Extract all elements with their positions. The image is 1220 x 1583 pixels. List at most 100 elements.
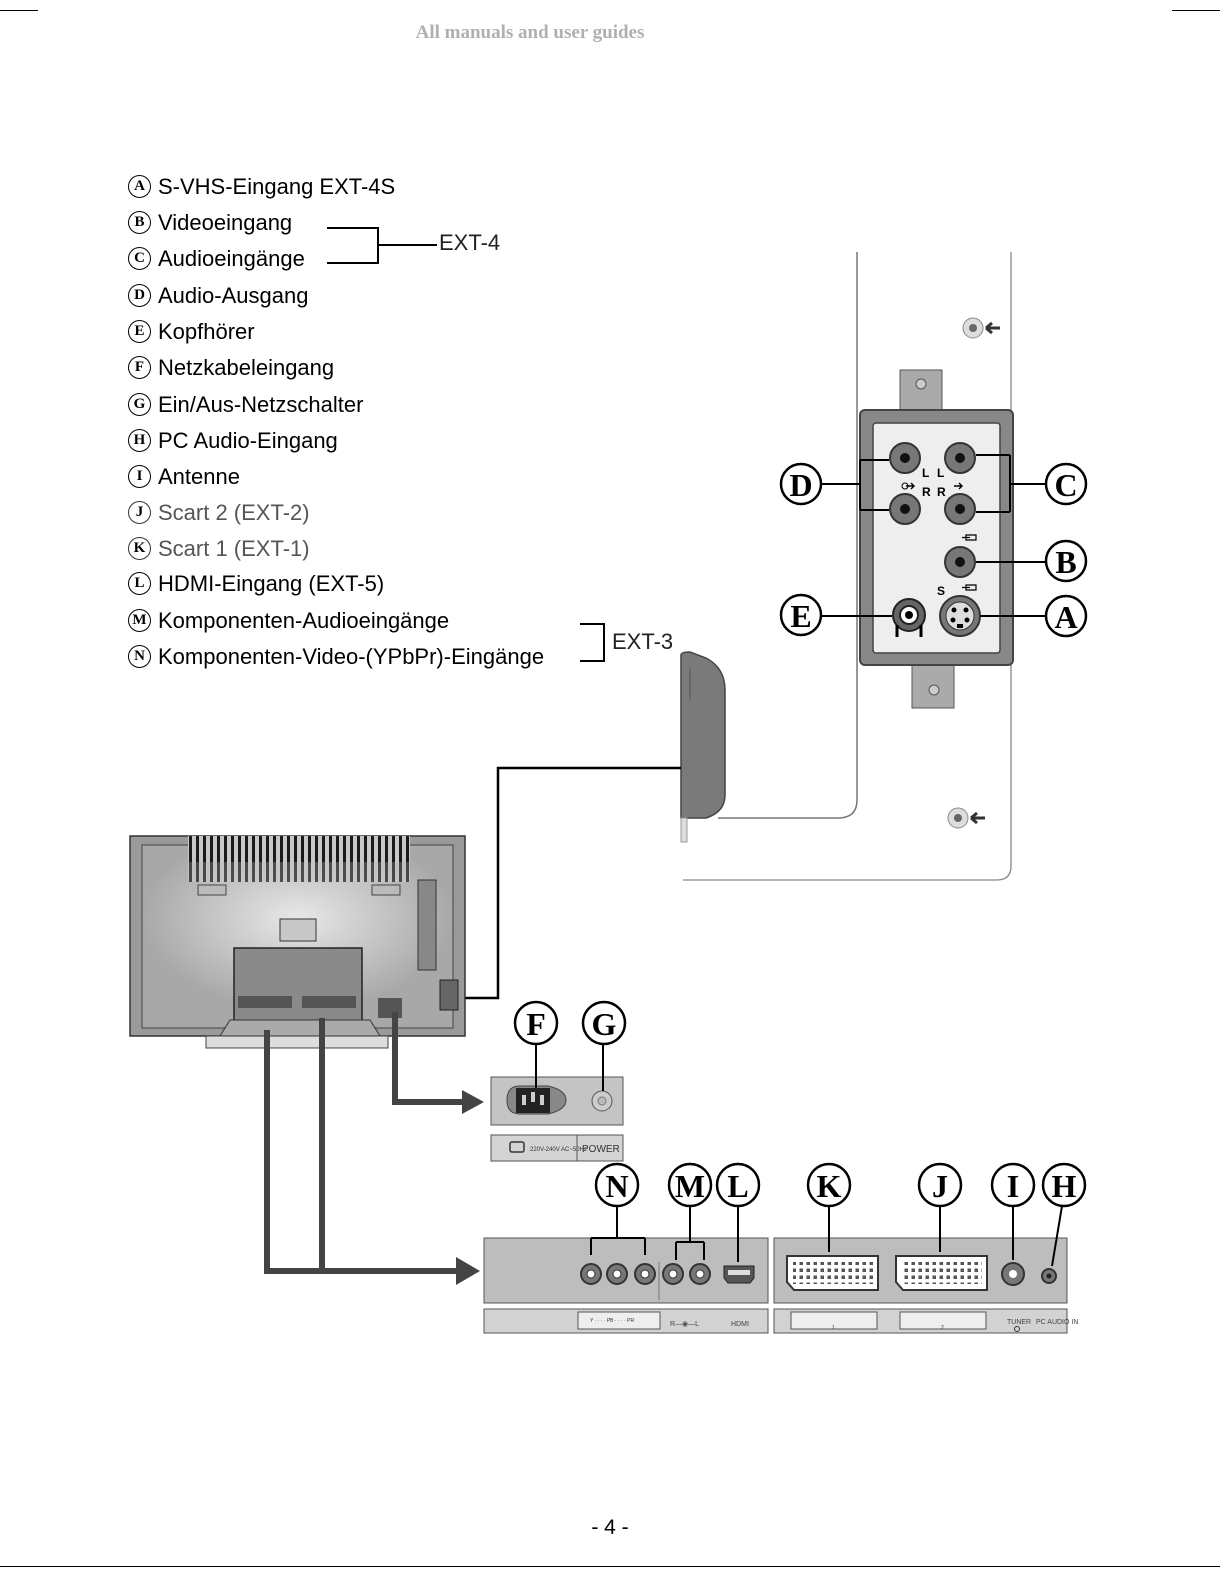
legend-label: Videoeingang [158, 210, 293, 235]
side-connector-line [460, 766, 681, 1000]
legend-item-g: G Ein/Aus-Netzschalter [128, 390, 363, 420]
power-switch [591, 1090, 613, 1112]
headphone-jack-icon [947, 807, 985, 829]
power-arrow [392, 1012, 465, 1105]
callout-h: H [1041, 1162, 1087, 1208]
watermark-text: All manuals and user guides [415, 22, 645, 43]
video-in-port [944, 546, 976, 578]
legend-label: Ein/Aus-Netzschalter [158, 392, 364, 417]
callout-a: A [1044, 594, 1088, 638]
svg-text:M: M [675, 1168, 705, 1204]
svg-text:N: N [605, 1168, 628, 1204]
pc-audio-port [1041, 1268, 1057, 1284]
svg-text:G: G [592, 1006, 617, 1042]
hdmi-port [723, 1265, 755, 1284]
rear-panel-arrow [264, 1018, 458, 1274]
legend-item-b: B Videoeingang [128, 208, 292, 238]
legend-label: Kopfhörer [158, 319, 255, 344]
legend-marker: G [128, 392, 151, 416]
svg-text:F: F [526, 1006, 546, 1042]
input-arrow-icon [954, 482, 963, 490]
headphone-jack-icon [962, 317, 1000, 339]
callout-k: K [806, 1162, 852, 1208]
ypbpr-label: Y · · · · PB · · · · PR [590, 1318, 634, 1324]
svg-text:B: B [1055, 544, 1076, 580]
audio-out-right-port [889, 493, 921, 525]
component-y-port [580, 1263, 602, 1285]
audio-in-right-port [944, 493, 976, 525]
legend-label: Komponenten-Audioeingänge [158, 608, 450, 633]
legend-label: Antenne [158, 464, 240, 489]
svg-text:E: E [790, 598, 811, 634]
component-pr-port [634, 1263, 656, 1285]
hdmi-label: HDMI [731, 1321, 749, 1328]
audio-out-left-port [889, 442, 921, 474]
legend-label: Audio-Ausgang [158, 283, 309, 308]
callout-e: E [779, 593, 823, 637]
callout-b: B [1044, 539, 1088, 583]
callout-j: J [917, 1162, 963, 1208]
crop-mark-top-right [1172, 10, 1220, 11]
legend-label: PC Audio-Eingang [158, 428, 338, 453]
port-label-r2: R [937, 485, 946, 499]
callout-g: G [581, 1000, 627, 1046]
power-label: POWER [582, 1144, 620, 1155]
legend-item-i: I Antenne [128, 462, 240, 492]
ext3-group-label: EXT-3 [612, 629, 674, 654]
page-number: - 4 - [591, 1516, 629, 1539]
callout-n: N [594, 1162, 640, 1208]
legend-marker: C [128, 246, 151, 270]
port-label-s: S [937, 584, 945, 598]
output-arrow-icon [906, 482, 915, 490]
power-rating-text: 220V-240V AC~50Hz [530, 1147, 587, 1153]
legend-label: Scart 1 (EXT-1) [158, 536, 310, 561]
legend-marker: A [128, 174, 151, 198]
legend-label: S-VHS-Eingang EXT-4S [158, 174, 396, 199]
antenna-port [1001, 1262, 1025, 1286]
power-panel: 220V-240V AC~50Hz POWER F G [490, 1000, 627, 1162]
audio-in-left-port [944, 442, 976, 474]
legend-item-h: H PC Audio-Eingang [128, 426, 338, 456]
legend-marker: N [128, 644, 151, 668]
tv-side-view: L L R R S D [680, 252, 1088, 881]
svg-text:H: H [1052, 1168, 1077, 1204]
legend-label: Netzkabeleingang [158, 355, 335, 380]
scart2-label: 2 [941, 1325, 944, 1331]
legend-marker: L [128, 571, 151, 595]
pc-audio-label: PC AUDIO IN [1036, 1319, 1078, 1326]
port-label-l1: L [922, 466, 929, 480]
crop-mark-bottom [0, 1566, 1220, 1567]
tv-rear-view [129, 835, 466, 1049]
scart2-port [895, 1255, 988, 1291]
svg-text:D: D [789, 467, 812, 503]
callout-l: L [715, 1162, 761, 1208]
legend-marker: K [128, 536, 151, 560]
ext4-group-label: EXT-4 [439, 230, 501, 255]
svhs-port [939, 595, 981, 637]
svg-text:I: I [1007, 1168, 1019, 1204]
legend-item-c: C Audioeingänge [128, 244, 305, 274]
callout-i: I [990, 1162, 1036, 1208]
legend-marker: B [128, 210, 151, 234]
callout-f: F [513, 1000, 559, 1046]
legend-marker: H [128, 428, 151, 452]
component-audio-l-port [689, 1263, 711, 1285]
ext3-bracket [580, 623, 605, 662]
callout-d: D [779, 462, 823, 506]
input-arrow-icon [962, 534, 977, 541]
legend-item-l: L HDMI-Eingang (EXT-5) [128, 569, 384, 599]
port-label-l2: L [937, 466, 944, 480]
rear-connector-panel: Y · · · · PB · · · · PR R—◉—L HDMI 1 2 T… [483, 1162, 1087, 1334]
crop-mark-top-left [0, 10, 38, 11]
legend-label: Audioeingänge [158, 246, 305, 271]
legend-label: HDMI-Eingang (EXT-5) [158, 571, 385, 596]
svg-text:K: K [817, 1168, 842, 1204]
legend-marker: I [128, 464, 151, 488]
